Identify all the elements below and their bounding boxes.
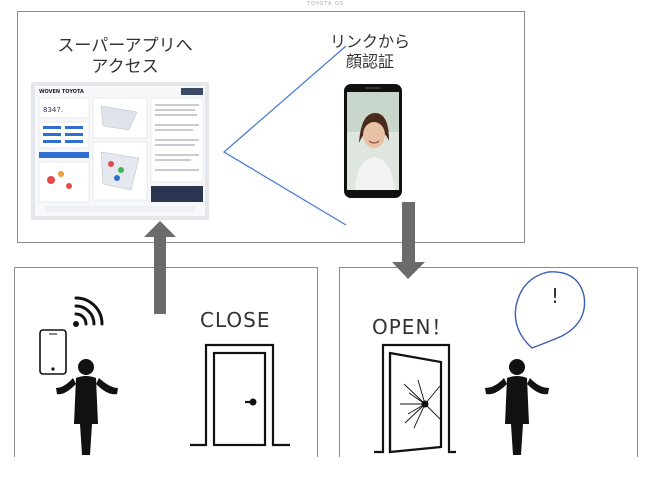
spark-icon (400, 380, 441, 428)
phone-outline-icon (40, 330, 66, 374)
closed-door-icon (190, 345, 290, 445)
down-arrow (392, 202, 425, 279)
open-status-label: OPEN！ (372, 311, 452, 340)
up-arrow (144, 221, 176, 314)
open-door-icon (374, 345, 456, 452)
person-icon-right (485, 359, 549, 455)
close-status-label: CLOSE (200, 308, 270, 332)
link-lines (224, 46, 346, 225)
wifi-icon (73, 298, 102, 327)
exclamation-text: ! (540, 284, 570, 308)
